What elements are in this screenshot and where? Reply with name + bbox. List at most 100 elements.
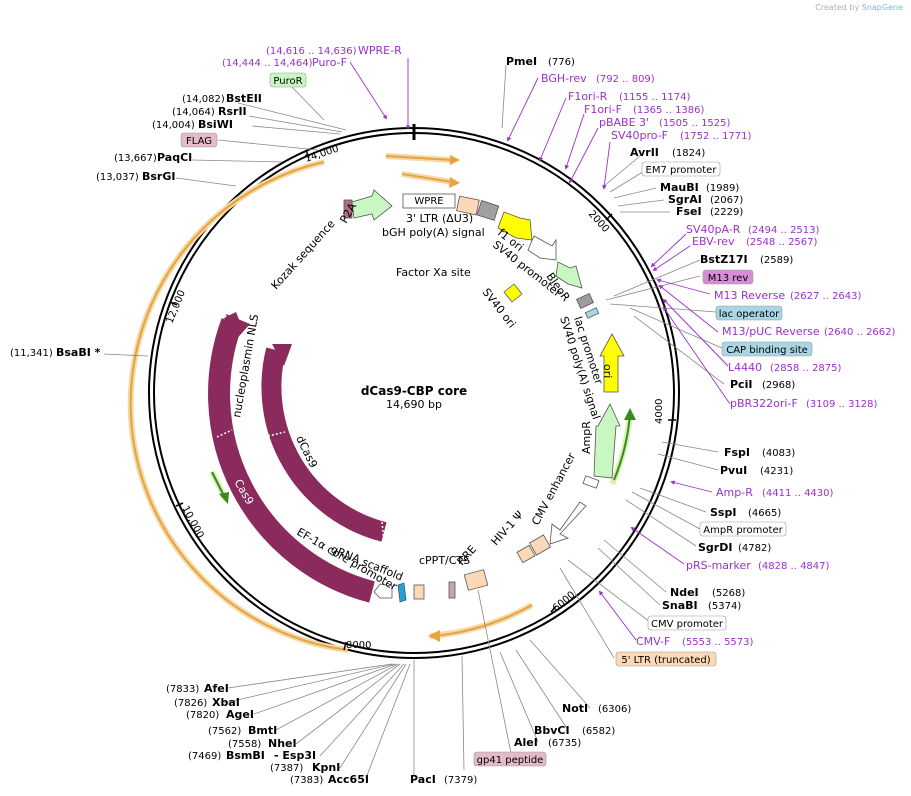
gp41-box [448, 581, 456, 599]
label-sspi: SspI [710, 506, 736, 519]
label-cmv-prom: CMV promoter [651, 619, 724, 630]
dcas9-dots [267, 431, 286, 437]
dcas9-arrowhead [272, 344, 292, 366]
label-flag: FLAG [186, 136, 212, 147]
dcas9-end-dots [381, 521, 385, 543]
gp41-tag [473, 751, 547, 767]
wpre-box [402, 193, 456, 209]
pos-agei: (7820) [186, 710, 219, 721]
em7-tag [641, 161, 721, 177]
pos-f1ori-f: (1365 .. 1386) [633, 105, 705, 116]
label-gp41: gp41 peptide [477, 755, 544, 766]
lac-box2 [584, 307, 600, 319]
label-pbabe3: pBABE 3' [599, 116, 649, 129]
ampr-arrow [593, 403, 621, 479]
label-agei: AgeI [226, 708, 254, 721]
orange-arc-top2-core [401, 173, 453, 183]
pos-afei: (7833) [166, 684, 199, 695]
pos-bsmbi: (7469) [188, 751, 221, 762]
pos-rsrii: (14,064) [172, 107, 215, 118]
label-pbr322: pBR322ori-F [730, 397, 798, 410]
label-amp-r: Amp-R [716, 486, 753, 499]
label-puro-f: Puro-F [312, 56, 347, 69]
label-kpni: KpnI [312, 761, 340, 774]
bgh-box [476, 200, 500, 221]
label-maubi: MauBI [660, 181, 699, 194]
plasmid-name: dCas9-CBP core [361, 384, 467, 398]
pos-puro-f: (14,444 .. 14,464) [222, 58, 313, 69]
label-hiv: HIV-1 Ψ [489, 508, 527, 548]
pos-snabi: (5374) [708, 601, 741, 612]
bleor-arrow [555, 261, 583, 289]
label-ori: ori [601, 364, 614, 378]
label-cap: CAP binding site [726, 345, 808, 356]
ltr5-tag [615, 651, 717, 667]
pos-avrii: (1824) [672, 148, 705, 159]
label-fsei: FseI [676, 205, 702, 218]
label-bbvci: BbvCI [534, 724, 570, 737]
pos-sspi: (4665) [748, 508, 781, 519]
label-ampr: AmpR [580, 421, 593, 454]
label-l4440: L4440 [728, 361, 762, 374]
primer-lines [349, 58, 731, 641]
pos-pvui: (4231) [760, 466, 793, 477]
pos-sv40pro-f: (1752 .. 1771) [680, 131, 752, 142]
label-nhei: NheI [268, 737, 297, 750]
green-arrowhead-cas9 [219, 492, 229, 504]
flag-tag [180, 132, 218, 148]
rre-box [463, 569, 489, 591]
pos-bsteii: (14,082) [182, 94, 225, 105]
pos-l4440: (2858 .. 2875) [770, 363, 842, 374]
grna-marker [397, 582, 407, 603]
label-avrii: AvrII [630, 146, 659, 159]
ltr3-box [456, 195, 480, 216]
nls-marker [224, 312, 240, 324]
pos-pmei: (776) [548, 57, 575, 68]
label-alei: AleI [514, 736, 538, 749]
cap-tag [721, 341, 813, 357]
pos-pbr322: (3109 .. 3128) [806, 399, 878, 410]
label-ltr5: 5' LTR (truncated) [621, 655, 710, 666]
label-bgh: bGH poly(A) signal [382, 226, 485, 239]
pos-bsrgi: (13,037) [96, 172, 139, 183]
pos-pbabe3: (1505 .. 1525) [659, 118, 731, 129]
pos-paqci: (13,667) [114, 153, 157, 164]
cas9-arc [208, 318, 375, 603]
green-arrowhead-ampr [624, 408, 636, 420]
pos-pcii: (2968) [762, 380, 795, 391]
pos-fsei: (2229) [710, 207, 743, 218]
ef1a-arrow [373, 583, 393, 599]
pos-sgrai: (2067) [710, 195, 743, 206]
label-bstz17i: BstZ17I [700, 253, 748, 266]
orange-arc-top1-core [385, 155, 453, 161]
pos-ebv-rev: (2548 .. 2567) [746, 237, 818, 248]
label-paci: PacI [410, 773, 436, 786]
pos-bbvci: (6582) [582, 726, 615, 737]
label-bgh-rev: BGH-rev [541, 72, 587, 85]
label-noti: NotI [562, 702, 588, 715]
pos-sv40pa-r: (2494 .. 2513) [748, 225, 820, 236]
label-sgrai: SgrAI [668, 193, 702, 206]
label-fspi: FspI [724, 446, 750, 459]
ampr-prom-box [582, 475, 600, 489]
pos-m13puc: (2640 .. 2662) [824, 327, 896, 338]
snapgene-watermark: Created by SnapGene [815, 3, 903, 12]
label-sv40pro-f: SV40pro-F [611, 129, 668, 142]
pos-sgrdi: (4782) [738, 543, 771, 554]
label-bmti: BmtI [248, 724, 277, 737]
label-pcii: PciI [730, 378, 752, 391]
label-em7: EM7 promoter [646, 165, 718, 176]
label-bsmbi: BsmBI [226, 749, 265, 762]
label-sgrdi: SgrDI [698, 541, 732, 554]
pos-kpni: (7387) [270, 763, 303, 774]
label-m13rev: M13 rev [708, 273, 749, 284]
label-bsrgi: BsrGI [142, 170, 175, 183]
p2a-box [343, 199, 353, 219]
label-pvui: PvuI [720, 464, 747, 477]
pos-cmv-f: (5553 .. 5573) [682, 637, 754, 648]
orange-arrowhead-top1 [450, 155, 460, 165]
cmv-prom-box [529, 534, 551, 556]
pos-alei: (6735) [548, 738, 581, 749]
pos-xbai: (7826) [174, 698, 207, 709]
pos-bgh-rev: (792 .. 809) [596, 74, 655, 85]
